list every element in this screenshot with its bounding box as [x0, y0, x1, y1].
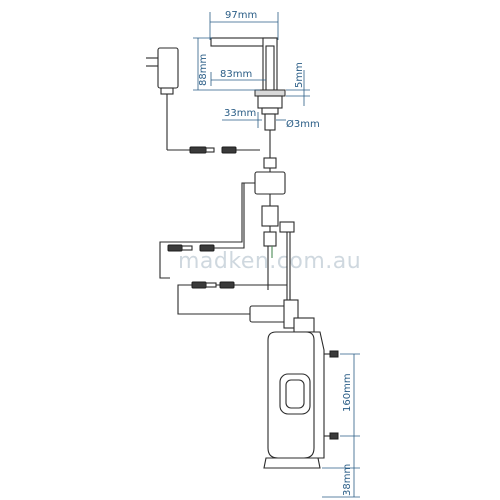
dimension-height: 88mm — [193, 37, 260, 91]
wall-fixings — [324, 350, 339, 440]
dimension-label-base-width: 33mm — [224, 108, 256, 119]
dimension-label-reach: 83mm — [220, 69, 252, 80]
dimension-label-hole-diameter: Ø3mm — [286, 118, 320, 130]
power-adapter — [146, 47, 260, 154]
dimension-bottom-clearance: 38mm — [322, 436, 360, 498]
dimension-spout-length: 97mm — [209, 10, 279, 40]
watermark-text: madken.com.au — [178, 249, 361, 274]
dimension-hole-diameter: Ø3mm — [276, 118, 320, 130]
dimension-base-gap: 5mm — [286, 62, 310, 106]
dimension-label-height: 88mm — [198, 54, 209, 86]
dimension-label-base-gap: 5mm — [294, 62, 305, 88]
dimension-bottle-height: 160mm — [340, 353, 360, 437]
dimension-label-bottom-clearance: 38mm — [342, 464, 353, 496]
control-unit — [254, 148, 295, 300]
dimension-reach: 83mm — [210, 69, 266, 86]
sensor-cable-loop — [159, 182, 255, 279]
dimension-base-width: 33mm — [222, 108, 262, 128]
faucet — [210, 37, 286, 148]
dimension-label-spout-length: 97mm — [225, 10, 257, 21]
dimension-label-bottle-height: 160mm — [342, 373, 353, 412]
soap-bottle — [263, 331, 321, 469]
pump-cable-loop — [177, 281, 287, 315]
